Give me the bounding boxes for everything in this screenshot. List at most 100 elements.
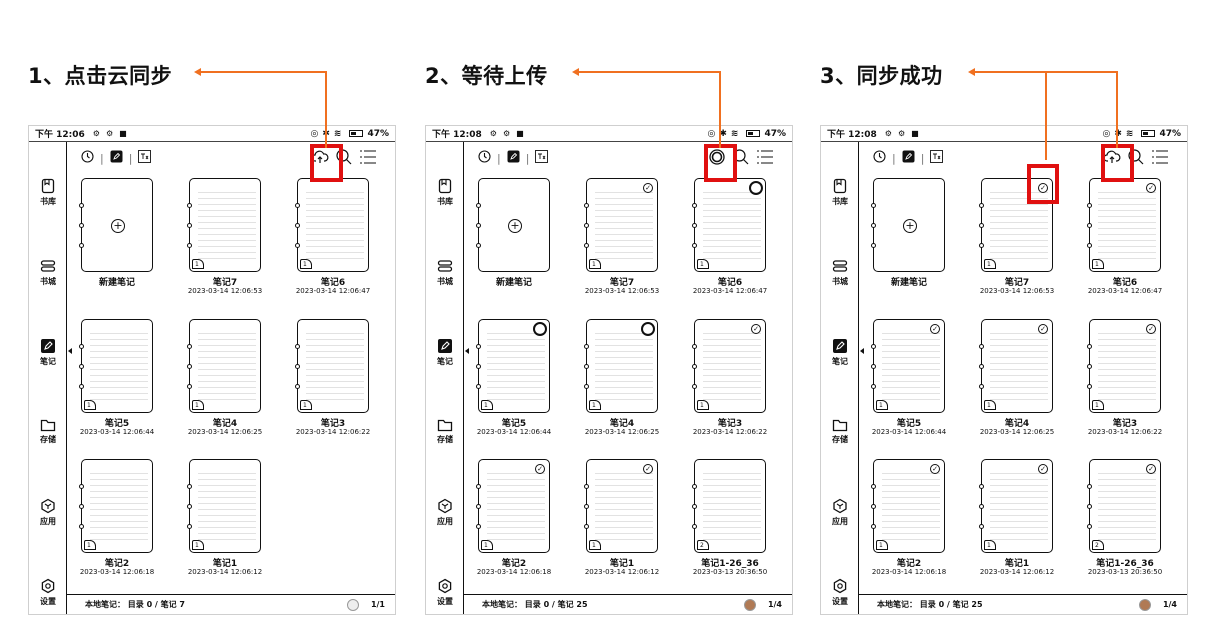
view-toolbar: | |: [873, 150, 944, 166]
note-card[interactable]: 1✓: [979, 178, 1053, 272]
note-date: 2023-03-14 12:06:53: [187, 287, 263, 295]
clock-icon[interactable]: [478, 150, 491, 166]
note-card[interactable]: 1✓: [584, 459, 658, 553]
new-note-card[interactable]: +: [79, 178, 153, 272]
sidebar-item-bookstore[interactable]: 书城: [426, 258, 464, 287]
status-icon: ⚙: [897, 129, 906, 138]
bluetooth-icon: ✱: [322, 128, 330, 139]
text-icon[interactable]: [535, 150, 549, 166]
note-date: 2023-03-14 12:06:47: [1087, 287, 1163, 295]
note-card[interactable]: 1: [79, 459, 153, 553]
status-right: ◎ ✱ ≋ 47%: [1103, 129, 1182, 139]
note-card[interactable]: 1: [79, 319, 153, 413]
note-name: 笔记7: [609, 278, 635, 288]
text-icon[interactable]: [930, 150, 944, 166]
sidebar-item-apps[interactable]: 应用: [426, 498, 464, 527]
search-icon[interactable]: [1127, 148, 1145, 170]
synced-check-icon: ✓: [1146, 464, 1156, 474]
list-icon[interactable]: [1151, 149, 1169, 169]
wifi-icon: ≋: [333, 128, 342, 139]
highlight-box: [704, 144, 737, 182]
page-count: 1: [984, 259, 996, 269]
settings-icon: [426, 578, 464, 594]
note-date: 2023-03-14 12:06:44: [476, 428, 552, 436]
sidebar-item-settings[interactable]: 设置: [821, 578, 859, 607]
battery-level: 47%: [1159, 128, 1181, 139]
headphone-icon: ◎: [1102, 128, 1111, 139]
note-name: 笔记2: [501, 559, 527, 569]
page-count: 2: [697, 540, 709, 550]
sidebar-item-bookshelf[interactable]: 书库: [29, 178, 67, 207]
list-icon[interactable]: [359, 149, 377, 169]
note-card[interactable]: 1✓: [1087, 178, 1161, 272]
note-card[interactable]: 1: [584, 319, 658, 413]
note-card[interactable]: 1: [187, 459, 261, 553]
battery-level: 47%: [764, 128, 786, 139]
sidebar-item-label: 存储: [40, 435, 56, 444]
sidebar: 书库 书城 笔记 存储 应用 设置: [821, 142, 864, 614]
sidebar-item-notes[interactable]: 笔记: [29, 338, 72, 367]
sidebar-item-settings[interactable]: 设置: [29, 578, 67, 607]
new-note-card[interactable]: +: [871, 178, 945, 272]
arrow-head-1: [194, 68, 201, 76]
sidebar-item-bookshelf[interactable]: 书库: [821, 178, 859, 207]
screen-step-1: 下午 12:06 ⚙ ⚙ ■ ◎ ✱ ≋ 47% 书库 书城 笔记 存储 应用 …: [28, 125, 396, 615]
page-indicator-icon[interactable]: [1138, 598, 1151, 611]
clock-icon[interactable]: [81, 150, 94, 166]
note-name: 笔记4: [1004, 419, 1030, 429]
note-card[interactable]: 1✓: [476, 459, 550, 553]
note-card[interactable]: 1: [476, 319, 550, 413]
note-name: 笔记3: [320, 419, 346, 429]
syncing-icon[interactable]: [708, 148, 726, 170]
new-note-card[interactable]: +: [476, 178, 550, 272]
note-card[interactable]: 1: [295, 178, 369, 272]
add-icon: +: [508, 219, 522, 233]
status-time: 下午 12:06: [35, 130, 85, 140]
sidebar-item-label: 应用: [832, 517, 848, 526]
note-icon[interactable]: [507, 150, 520, 166]
note-card[interactable]: 1: [295, 319, 369, 413]
note-date: 2023-03-14 12:06:53: [979, 287, 1055, 295]
page-indicator-icon[interactable]: [743, 598, 756, 611]
note-card[interactable]: 1✓: [979, 459, 1053, 553]
note-card[interactable]: 1✓: [871, 319, 945, 413]
book-icon: [29, 178, 67, 194]
text-icon[interactable]: [138, 150, 152, 166]
note-date: 2023-03-13 20:36:50: [1087, 568, 1163, 576]
note-name: 笔记3: [1112, 419, 1138, 429]
note-card[interactable]: 1✓: [584, 178, 658, 272]
sidebar-item-label: 存储: [437, 435, 453, 444]
sidebar-item-settings[interactable]: 设置: [426, 578, 464, 607]
sidebar-item-apps[interactable]: 应用: [821, 498, 859, 527]
note-card[interactable]: 2✓: [1087, 459, 1161, 553]
footer-bar: 本地笔记： 目录 0 / 笔记 25 1/4: [859, 594, 1187, 614]
synced-check-icon: ✓: [1038, 183, 1048, 193]
list-icon[interactable]: [756, 149, 774, 169]
sidebar-item-notes[interactable]: 笔记: [821, 338, 864, 367]
battery-icon: [1141, 130, 1156, 137]
note-card[interactable]: 1✓: [871, 459, 945, 553]
sidebar-item-storage[interactable]: 存储: [821, 418, 859, 445]
note-card[interactable]: 1✓: [692, 319, 766, 413]
note-icon[interactable]: [110, 150, 123, 166]
sidebar-item-bookstore[interactable]: 书城: [821, 258, 859, 287]
note-icon[interactable]: [902, 150, 915, 166]
sidebar-item-bookshelf[interactable]: 书库: [426, 178, 464, 207]
sidebar-item-bookstore[interactable]: 书城: [29, 258, 67, 287]
page-indicator-icon[interactable]: [346, 598, 359, 611]
sidebar-item-notes[interactable]: 笔记: [426, 338, 469, 367]
note-card[interactable]: 1: [692, 178, 766, 272]
note-card[interactable]: 1✓: [979, 319, 1053, 413]
note-card[interactable]: 1: [187, 319, 261, 413]
clock-icon[interactable]: [873, 150, 886, 166]
sidebar-item-storage[interactable]: 存储: [29, 418, 67, 445]
note-card[interactable]: 1✓: [1087, 319, 1161, 413]
note-card[interactable]: 1: [187, 178, 261, 272]
page-count: 1: [192, 540, 204, 550]
sidebar-item-label: 笔记: [40, 357, 56, 366]
folder-icon: [29, 418, 67, 432]
note-card[interactable]: 2: [692, 459, 766, 553]
sidebar-item-storage[interactable]: 存储: [426, 418, 464, 445]
sidebar-item-label: 书城: [832, 277, 848, 286]
sidebar-item-apps[interactable]: 应用: [29, 498, 67, 527]
